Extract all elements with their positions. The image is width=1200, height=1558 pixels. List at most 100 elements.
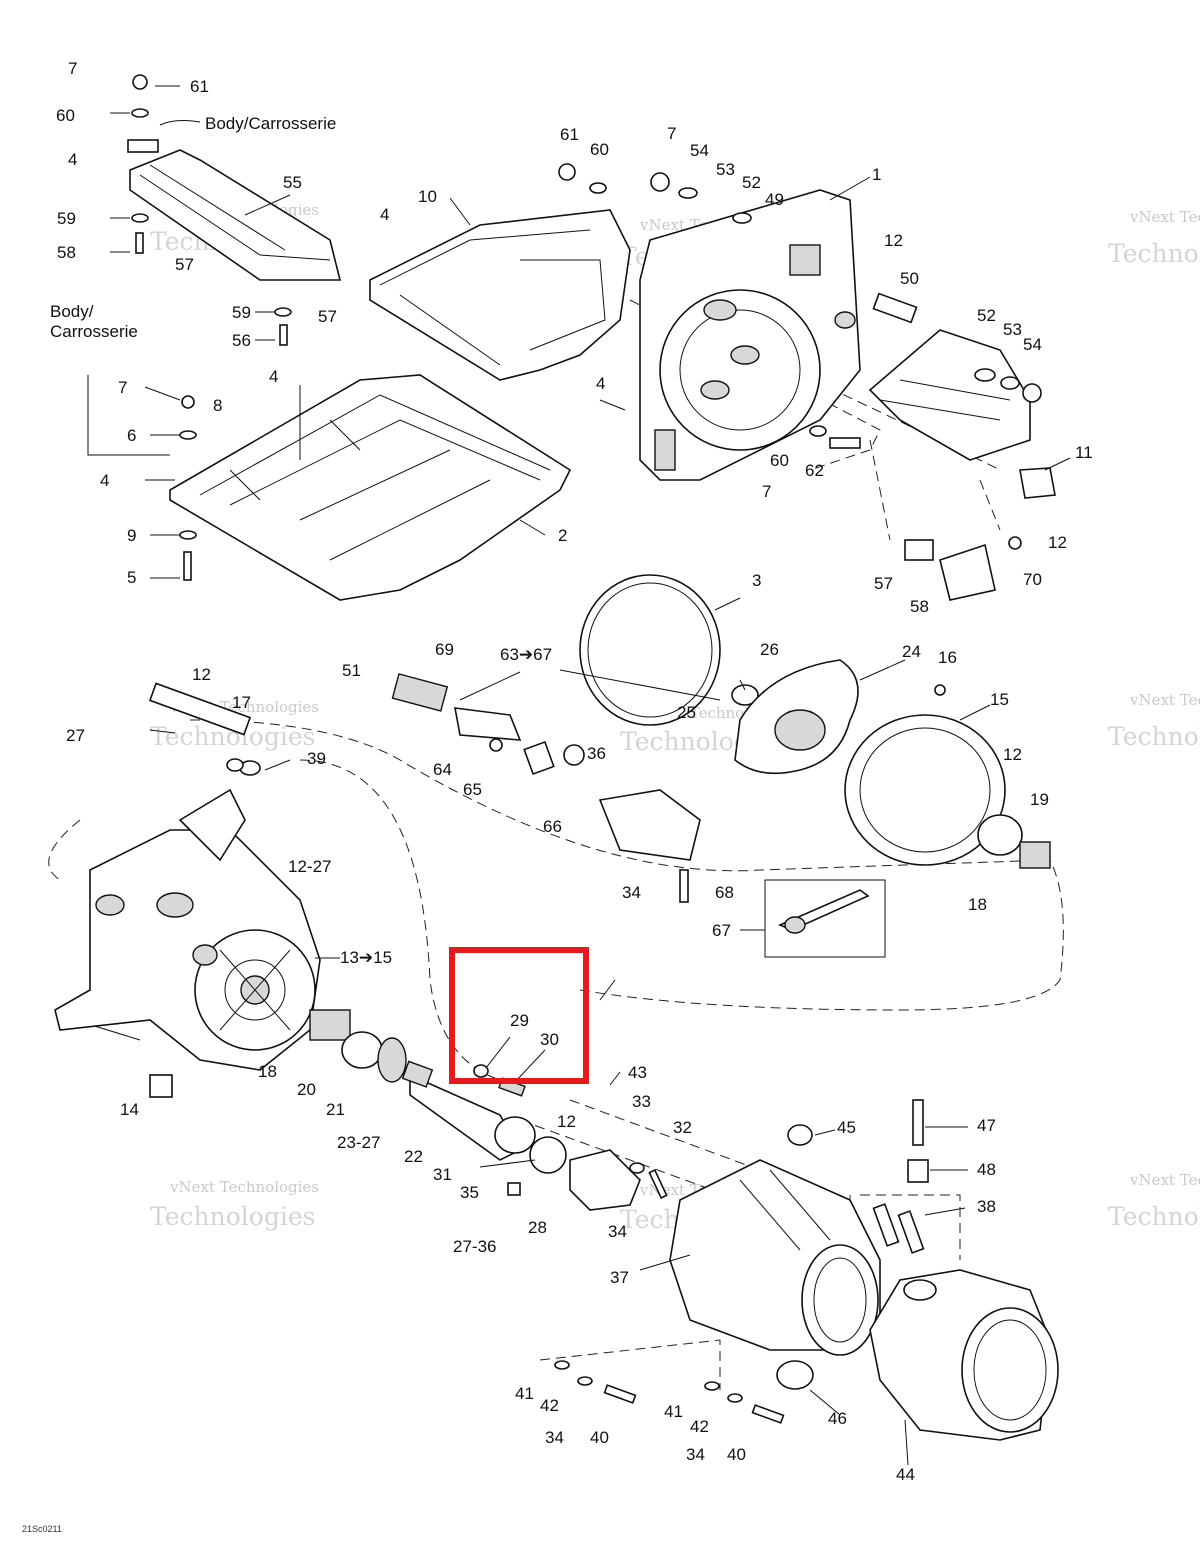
- callout: 25: [677, 703, 696, 722]
- body-label-top: Body/Carrosserie: [205, 114, 336, 133]
- oring-31: [529, 1136, 567, 1174]
- callout: 12: [557, 1112, 576, 1131]
- callout: 7: [667, 124, 676, 143]
- body-label-left-2: Carrosserie: [50, 322, 138, 341]
- callout: 4: [380, 205, 389, 224]
- callout: 17: [232, 693, 251, 712]
- callout-labels: 7 61 60 4 55 59 58 57 59 57 56 7 8 6 4 9…: [56, 59, 1093, 1484]
- callout: 40: [727, 1445, 746, 1464]
- screw-58: [135, 232, 144, 254]
- callout: 58: [910, 597, 929, 616]
- washer-59: [131, 213, 149, 223]
- skid-plate-assembly: [87, 374, 572, 601]
- callout: 33: [632, 1092, 651, 1111]
- bearing-18b: [309, 1009, 351, 1041]
- callout: 23-27: [337, 1133, 380, 1152]
- clip-70: [1008, 536, 1022, 550]
- harness-64: [454, 707, 522, 741]
- callout: 56: [232, 331, 251, 350]
- washer-52b: [974, 368, 996, 382]
- switch-67: [598, 789, 701, 861]
- bushing-48: [907, 1159, 929, 1183]
- connector-69: [391, 673, 449, 712]
- watermark-text: vNext Technologies: [1129, 208, 1200, 226]
- drawing-code: 21Sc0211: [22, 1524, 62, 1534]
- callout: 11: [1075, 443, 1093, 462]
- grommet-66: [563, 744, 585, 766]
- callout: 4: [100, 471, 109, 490]
- washer-42: [577, 1376, 593, 1386]
- callout: 45: [837, 1118, 856, 1137]
- callout: 70: [1023, 570, 1042, 589]
- callout: 37: [610, 1268, 629, 1287]
- callout: 7: [68, 59, 77, 78]
- pump-plate-assembly: [558, 163, 861, 481]
- callout: 2: [558, 526, 567, 545]
- callout: 60: [770, 451, 789, 470]
- callout: 44: [896, 1465, 915, 1484]
- screw-40b: [751, 1404, 785, 1424]
- plug-16: [934, 684, 946, 696]
- body-label-left-1: Body/: [50, 302, 94, 321]
- washer-60b: [589, 182, 607, 194]
- watermark-text: vNext Technologies: [1129, 691, 1200, 709]
- washer-60c: [809, 425, 827, 437]
- callout: 62: [805, 461, 824, 480]
- callout: 29: [510, 1011, 529, 1030]
- callout: 59: [57, 209, 76, 228]
- impeller-assembly: [579, 574, 1051, 869]
- callout: 64: [433, 760, 452, 779]
- callout: 67: [712, 921, 731, 940]
- washer-52: [732, 212, 752, 224]
- callout: 3: [752, 571, 761, 590]
- callout: 30: [540, 1030, 559, 1049]
- callout: 48: [977, 1160, 996, 1179]
- plug-14: [149, 1074, 173, 1098]
- callout: 53: [1003, 320, 1022, 339]
- nut-61b: [558, 163, 576, 181]
- washer-6: [179, 430, 197, 440]
- sensor-66: [523, 740, 555, 776]
- callout: 20: [297, 1080, 316, 1099]
- callout: 12-27: [288, 857, 331, 876]
- callout: 22: [404, 1147, 423, 1166]
- callout: 12: [884, 231, 903, 250]
- callout: 35: [460, 1183, 479, 1202]
- cover-10: [369, 209, 631, 381]
- boss: [703, 299, 737, 321]
- callout: 39: [307, 749, 326, 768]
- callout: 14: [120, 1100, 139, 1119]
- screw-40: [603, 1384, 637, 1404]
- callout: 40: [590, 1428, 609, 1447]
- highlight-box-29-30: [449, 947, 589, 1084]
- callout: 61: [190, 77, 209, 96]
- callout: 68: [715, 883, 734, 902]
- callout: 4: [596, 374, 605, 393]
- screw-32: [648, 1168, 668, 1200]
- screw-62: [829, 437, 861, 449]
- callout: 34: [608, 1222, 627, 1241]
- screw-5: [183, 551, 192, 581]
- callout: 38: [977, 1197, 996, 1216]
- callout: 1: [872, 165, 881, 184]
- venturi-nozzle-assembly: [554, 1099, 1059, 1441]
- screw-68: [679, 869, 689, 903]
- callout: 16: [938, 648, 957, 667]
- seal-19: [977, 814, 1023, 856]
- shaft-22: [409, 1073, 522, 1161]
- callout: 26: [760, 640, 779, 659]
- bushing-11: [1019, 467, 1056, 499]
- callout: 69: [435, 640, 454, 659]
- callout: 19: [1030, 790, 1049, 809]
- nut-61: [132, 74, 148, 90]
- washer-53b: [1000, 376, 1020, 390]
- pump-housing-assembly: [54, 682, 407, 1098]
- callout: 12: [1048, 533, 1067, 552]
- callout: 43: [628, 1063, 647, 1082]
- washer-20: [341, 1031, 383, 1069]
- detail-box-67: [764, 879, 886, 958]
- callout: 57: [874, 574, 893, 593]
- callout: 53: [716, 160, 735, 179]
- callout: 15: [990, 690, 1009, 709]
